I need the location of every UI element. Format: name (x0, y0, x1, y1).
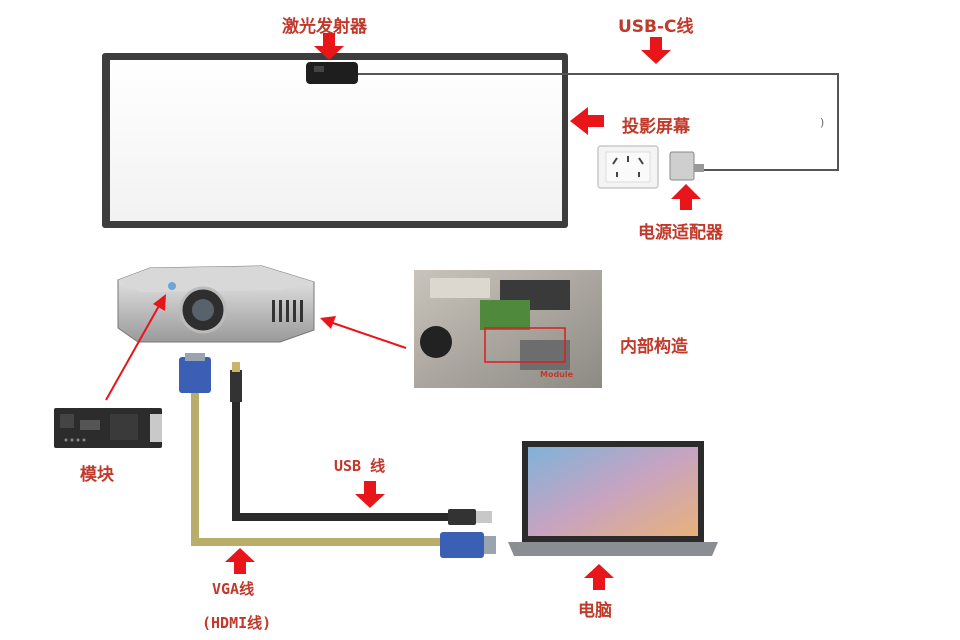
arrow-usbc-cable (641, 37, 671, 64)
vga-cable-line (191, 392, 442, 546)
label-vga-cable: VGA线 (212, 580, 255, 598)
arrow-module-to-lens (105, 294, 166, 401)
usb-cable-line (232, 402, 448, 521)
laser-emitter (306, 62, 358, 84)
arrow-usb-cable (355, 481, 385, 508)
label-computer: 电脑 (578, 601, 612, 621)
arrow-power-adapter (671, 184, 701, 210)
arrow-internal-to-projector (320, 316, 407, 349)
label-usb-cable: USB 线 (334, 457, 386, 475)
internal-structure-photo (414, 270, 602, 388)
vga-plug-projector (179, 353, 211, 393)
label-internal-structure: 内部构造 (620, 337, 688, 357)
usb-plug-projector (230, 362, 242, 402)
usbc-cable-line (358, 73, 839, 171)
label-module-tag: Module (540, 370, 574, 379)
usb-plug-laptop (448, 509, 492, 525)
label-projection-screen: 投影屏幕 (622, 117, 690, 137)
label-usbc-cable: USB-C线 (618, 17, 694, 37)
laptop (508, 441, 718, 556)
label-laser-emitter: 激光发射器 (282, 17, 367, 37)
label-hdmi-cable: (HDMI线) (202, 614, 272, 632)
module-board (54, 408, 162, 448)
vga-plug-laptop (440, 532, 496, 558)
arrow-computer (584, 564, 614, 590)
arrow-projection-screen (570, 107, 604, 135)
projection-screen (102, 53, 568, 228)
power-adapter (669, 151, 704, 181)
projector (117, 265, 315, 343)
wall-socket (597, 145, 659, 189)
arrow-laser-emitter (314, 33, 344, 60)
arrow-vga-cable (225, 548, 255, 574)
label-module: 模块 (80, 465, 114, 485)
cable-coil-mark: ) (820, 116, 824, 129)
label-power-adapter: 电源适配器 (638, 223, 723, 243)
